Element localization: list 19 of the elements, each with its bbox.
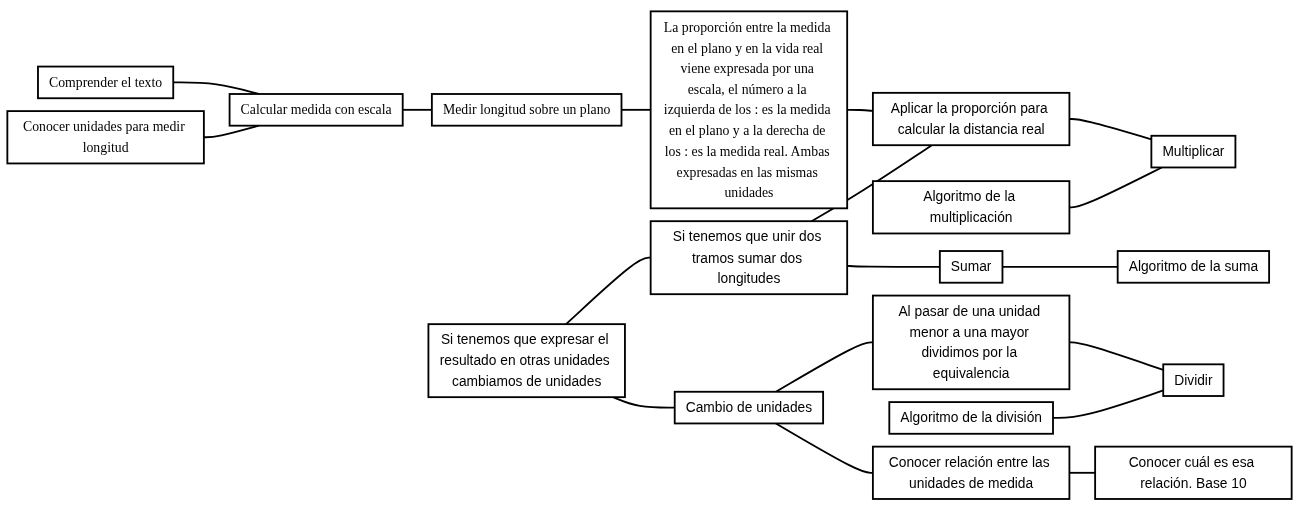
node-box: Conocer relación entre las unidades de medida: [871, 446, 1071, 501]
node-box: Algoritmo de la suma: [1116, 250, 1271, 284]
node-box: Algoritmo de la multiplicación: [871, 180, 1071, 235]
node-box: Aplicar la proporción para calcular la distancia real: [871, 92, 1071, 147]
node-box: Si tenemos que expresar el resultado en otras unidades cambiamos de unidades: [427, 323, 626, 399]
node-box: Al pasar de una unidad menor a una mayor dividimos por la equivalencia: [871, 294, 1071, 391]
node-box: Si tenemos que unir dos tramos sumar dos longitudes: [649, 220, 849, 296]
node-box: Conocer unidades para medir longitud: [6, 110, 205, 165]
node-box: Multiplicar: [1150, 135, 1237, 169]
node-box: Medir longitud sobre un plano: [430, 93, 623, 127]
node-box: Calcular medida con escala: [228, 93, 404, 127]
connector: [810, 144, 933, 223]
node-box: Sumar: [938, 250, 1004, 284]
node-box: Algoritmo de la división: [888, 401, 1054, 436]
node-box: Cambio de unidades: [673, 391, 825, 425]
node-box: La proporción entre la medida en el plano y en la vida real viene expresada por una escala, el número a la izquierda de los : es la medida en el plano y a la derecha de los : es la medida real. Ambas expresadas en las mismas unidades: [649, 10, 849, 210]
node-box: Comprender el texto: [37, 65, 175, 100]
node-box: Conocer cuál es esa relación. Base 10: [1094, 446, 1293, 501]
node-box: Dividir: [1162, 363, 1225, 398]
